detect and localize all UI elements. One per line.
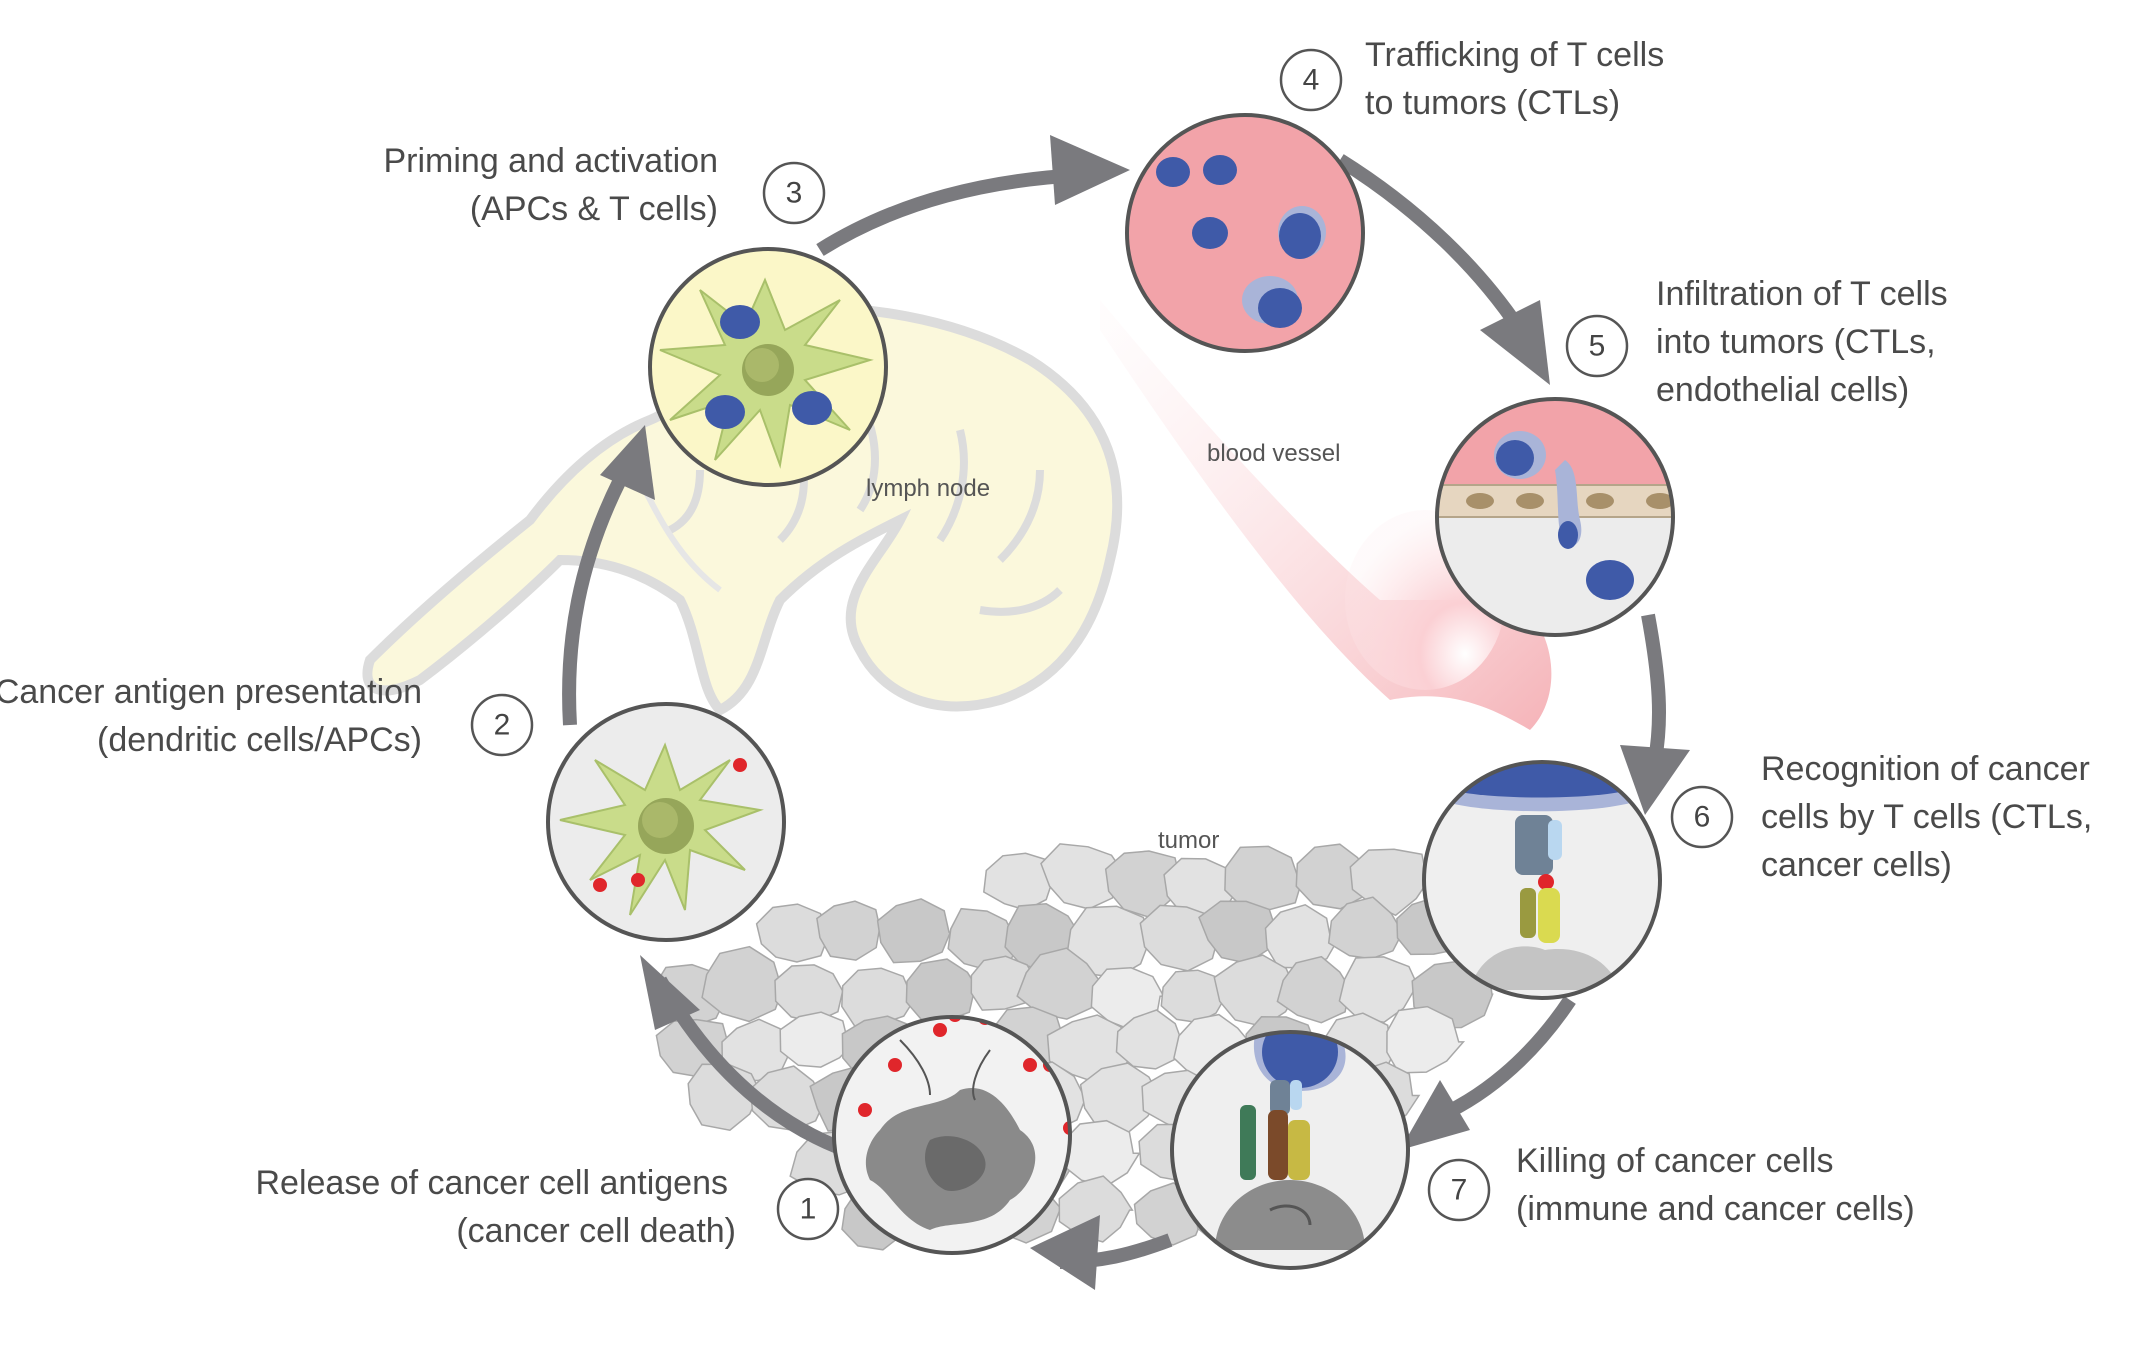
step-3-label-line1: Priming and activation: [383, 142, 718, 180]
tumor-cell: [1338, 956, 1421, 1024]
step-4-number: 4: [1303, 64, 1320, 97]
step-2-number: 2: [494, 709, 511, 742]
step-7-label-line2: (immune and cancer cells): [1516, 1190, 1915, 1228]
step-3: 3 Priming and activation (APCs & T cells…: [383, 142, 826, 228]
stage-6-illustration: [1422, 760, 1662, 1000]
step-6-label-line1: Recognition of cancer: [1761, 750, 2090, 788]
step-6: 6 Recognition of cancer cells by T cells…: [1670, 750, 2092, 884]
step-1-label-line1: Release of cancer cell antigens: [256, 1164, 729, 1202]
step-6-number: 6: [1694, 801, 1711, 834]
step-3-number-circle: [762, 161, 826, 225]
step-4-label-line1: Trafficking of T cells: [1365, 36, 1664, 74]
step-1: 1 Release of cancer cell antigens (cance…: [256, 1164, 840, 1250]
arrow-head-5: [1480, 300, 1550, 385]
step-5-number-circle: [1565, 314, 1629, 378]
tumor-cell: [1115, 1009, 1184, 1070]
step-5-number: 5: [1589, 330, 1606, 363]
stage-1-illustration: [832, 1015, 1072, 1255]
step-2-label-line2: (dendritic cells/APCs): [97, 721, 422, 759]
step-4-number-circle: [1279, 48, 1343, 112]
arrow-head-4: [1050, 135, 1130, 205]
tumor-cell: [816, 900, 881, 961]
step-1-number-circle: [776, 1177, 840, 1241]
tumor-cell: [1276, 955, 1353, 1024]
tumor-cell: [701, 945, 785, 1023]
step-2-number-circle: [470, 693, 534, 757]
step-7: 7 Killing of cancer cells (immune and ca…: [1427, 1142, 1915, 1228]
tumor-cell: [1264, 903, 1340, 969]
step-5-label-line1: Infiltration of T cells: [1656, 275, 1948, 313]
step-2-label-line1: Cancer antigen presentation: [0, 673, 422, 711]
tumor-cell: [876, 898, 952, 964]
arrow-head-7: [1400, 1080, 1470, 1150]
step-7-number: 7: [1451, 1174, 1468, 1207]
stage-2-illustration: [546, 702, 786, 942]
stage-7-illustration: [1170, 1030, 1410, 1270]
arrow-3-to-4: [816, 168, 1081, 256]
cycle-arrows: [562, 135, 1690, 1290]
arrow-head-3: [600, 425, 655, 500]
tumor-cell: [755, 903, 830, 963]
step-1-number: 1: [800, 1193, 817, 1226]
tumor-cell: [1224, 845, 1304, 911]
tumor-cell: [1058, 1175, 1134, 1243]
blood-vessel-label: blood vessel: [1207, 440, 1340, 467]
lymph-node-label: lymph node: [866, 475, 990, 502]
arrow-head-1: [1030, 1215, 1100, 1290]
arrow-4-to-5: [1336, 154, 1526, 334]
step-3-number: 3: [786, 177, 803, 210]
arrow-2-to-3: [562, 476, 627, 726]
tumor-cell: [905, 958, 981, 1022]
stage-3-illustration: [648, 247, 888, 487]
step-4: 4 Trafficking of T cells to tumors (CTLs…: [1279, 36, 1664, 122]
step-2: 2 Cancer antigen presentation (dendritic…: [0, 673, 534, 759]
step-1-label-line2: (cancer cell death): [456, 1212, 736, 1250]
tumor-cell: [779, 1011, 859, 1068]
stage-4-illustration: [1125, 113, 1365, 353]
tumor-cell: [1386, 1005, 1466, 1074]
arrow-head-6: [1620, 745, 1690, 815]
step-5-label-line3: endothelial cells): [1656, 371, 1909, 409]
step-6-label-line2: cells by T cells (CTLs,: [1761, 798, 2092, 836]
tumor-label: tumor: [1158, 827, 1219, 854]
arrow-head-2: [640, 955, 700, 1030]
step-4-label-line2: to tumors (CTLs): [1365, 84, 1620, 122]
tumor-cell: [1327, 896, 1405, 960]
step-6-number-circle: [1670, 785, 1734, 849]
stage-5-illustration: [1435, 397, 1675, 637]
step-5-label-line2: into tumors (CTLs,: [1656, 323, 1936, 361]
step-6-label-line3: cancer cells): [1761, 846, 1952, 884]
step-5: 5 Infiltration of T cells into tumors (C…: [1565, 275, 1948, 409]
tumor-cell: [1016, 947, 1107, 1020]
step-3-label-line2: (APCs & T cells): [470, 190, 718, 228]
step-7-label-line1: Killing of cancer cells: [1516, 1142, 1833, 1180]
step-7-number-circle: [1427, 1158, 1491, 1222]
arrow-5-to-6: [1641, 613, 1667, 762]
tumor-cell: [774, 964, 844, 1023]
